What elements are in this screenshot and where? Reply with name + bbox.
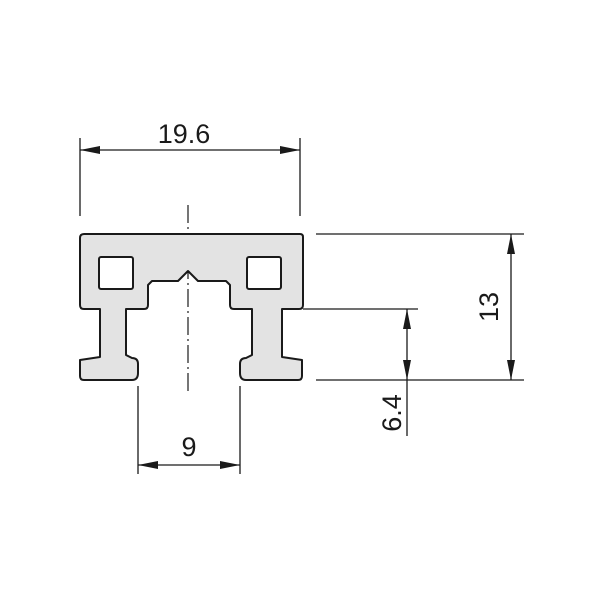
rail-profile-shape (79, 233, 304, 381)
width-arrow-left (80, 146, 100, 154)
slot-arrow-right (220, 461, 240, 469)
slot-dimension-label: 9 (181, 432, 196, 462)
right-square-hole (246, 256, 282, 290)
flange-dimension-label: 6.4 (377, 394, 407, 432)
height-arrow-bottom (507, 360, 515, 380)
slot-arrow-left (138, 461, 158, 469)
height-dimension: 13 (316, 233, 524, 381)
width-dimension: 19.6 (79, 119, 301, 216)
flange-arrow-bottom (403, 360, 411, 380)
height-arrow-top (507, 234, 515, 254)
slot-width-dimension: 9 (137, 386, 241, 474)
width-dimension-label: 19.6 (158, 119, 211, 149)
flange-height-dimension: 6.4 (303, 308, 418, 436)
flange-arrow-top (403, 309, 411, 329)
height-dimension-label: 13 (474, 292, 504, 322)
width-arrow-right (280, 146, 300, 154)
left-square-hole (98, 256, 134, 290)
